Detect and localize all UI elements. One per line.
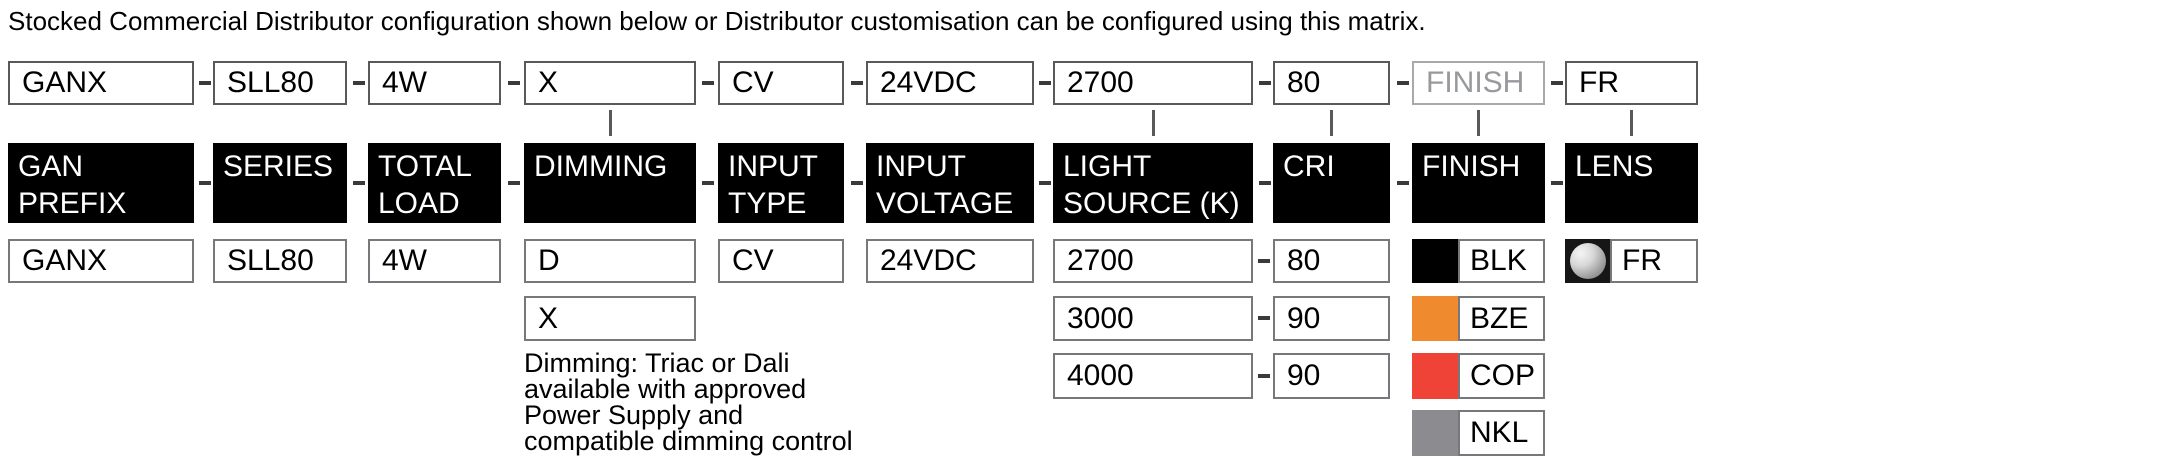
- frosted-lens-icon: [1565, 239, 1610, 283]
- option-dimming-d: D: [524, 239, 696, 283]
- code-box-input-type: CV: [718, 61, 844, 105]
- option-3000: 3000: [1053, 296, 1253, 341]
- separator-dash: [1551, 81, 1563, 85]
- separator-dash: [1258, 316, 1270, 320]
- separator-dash: [199, 81, 211, 85]
- separator-dash: [508, 181, 520, 185]
- option-lens-fr: FR: [1565, 239, 1698, 283]
- option-cri-80: 80: [1273, 239, 1390, 283]
- header-gan-prefix: GAN PREFIX: [8, 143, 194, 223]
- option-4000: 4000: [1053, 353, 1253, 399]
- separator-dash: [851, 81, 863, 85]
- option-24vdc: 24VDC: [866, 239, 1034, 283]
- separator-dash: [353, 81, 365, 85]
- separator-dash: [702, 181, 714, 185]
- finish-label: BZE: [1458, 296, 1545, 341]
- separator-dash: [508, 81, 520, 85]
- option-finish-bze: BZE: [1412, 296, 1545, 341]
- separator-dash: [1397, 181, 1409, 185]
- header-cri: CRI: [1273, 143, 1390, 223]
- separator-dash: [851, 181, 863, 185]
- code-box-gan-prefix: GANX: [8, 61, 194, 105]
- lens-sphere: [1569, 243, 1606, 279]
- separator-dash: [1039, 181, 1051, 185]
- finish-swatch-nkl: [1412, 410, 1458, 456]
- connector-line: [1630, 110, 1633, 136]
- page-title: Stocked Commercial Distributor configura…: [8, 6, 1426, 36]
- header-dimming: DIMMING: [524, 143, 696, 223]
- header-light-source: LIGHT SOURCE (K): [1053, 143, 1253, 223]
- lens-label: FR: [1610, 239, 1698, 283]
- option-dimming-x: X: [524, 296, 696, 341]
- option-2700: 2700: [1053, 239, 1253, 283]
- separator-dash: [1551, 181, 1563, 185]
- code-box-light-source: 2700: [1053, 61, 1253, 105]
- header-total-load: TOTAL LOAD: [368, 143, 501, 223]
- option-cri-90: 90: [1273, 296, 1390, 341]
- connector-line: [609, 110, 612, 136]
- option-sll80: SLL80: [213, 239, 347, 283]
- connector-line: [1152, 110, 1155, 136]
- header-finish: FINISH: [1412, 143, 1545, 223]
- finish-swatch-bze: [1412, 296, 1458, 341]
- separator-dash: [353, 181, 365, 185]
- separator-dash: [199, 181, 211, 185]
- code-box-input-voltage: 24VDC: [866, 61, 1034, 105]
- code-box-finish: FINISH: [1412, 61, 1545, 105]
- finish-label: COP: [1458, 353, 1545, 399]
- connector-line: [1330, 110, 1333, 136]
- option-ganx: GANX: [8, 239, 194, 283]
- separator-dash: [1397, 81, 1409, 85]
- code-box-series: SLL80: [213, 61, 347, 105]
- option-finish-blk: BLK: [1412, 239, 1545, 283]
- finish-swatch-cop: [1412, 353, 1458, 399]
- dimming-note: Dimming: Triac or Dali available with ap…: [524, 348, 853, 456]
- code-box-lens: FR: [1565, 61, 1698, 105]
- finish-swatch-blk: [1412, 239, 1458, 283]
- header-lens: LENS: [1565, 143, 1698, 223]
- code-box-total-load: 4W: [368, 61, 501, 105]
- option-finish-cop: COP: [1412, 353, 1545, 399]
- option-4w: 4W: [368, 239, 501, 283]
- header-series: SERIES: [213, 143, 347, 223]
- header-input-type: INPUT TYPE: [718, 143, 844, 223]
- connector-line: [1477, 110, 1480, 136]
- separator-dash: [1039, 81, 1051, 85]
- option-cv: CV: [718, 239, 844, 283]
- finish-label: NKL: [1458, 410, 1545, 456]
- separator-dash: [702, 81, 714, 85]
- code-box-dimming: X: [524, 61, 696, 105]
- code-box-cri: 80: [1273, 61, 1390, 105]
- separator-dash: [1258, 259, 1270, 263]
- separator-dash: [1259, 181, 1271, 185]
- separator-dash: [1259, 81, 1271, 85]
- finish-label: BLK: [1458, 239, 1545, 283]
- option-finish-nkl: NKL: [1412, 410, 1545, 456]
- header-input-voltage: INPUT VOLTAGE: [866, 143, 1034, 223]
- option-cri-90-b: 90: [1273, 353, 1390, 399]
- separator-dash: [1258, 374, 1270, 378]
